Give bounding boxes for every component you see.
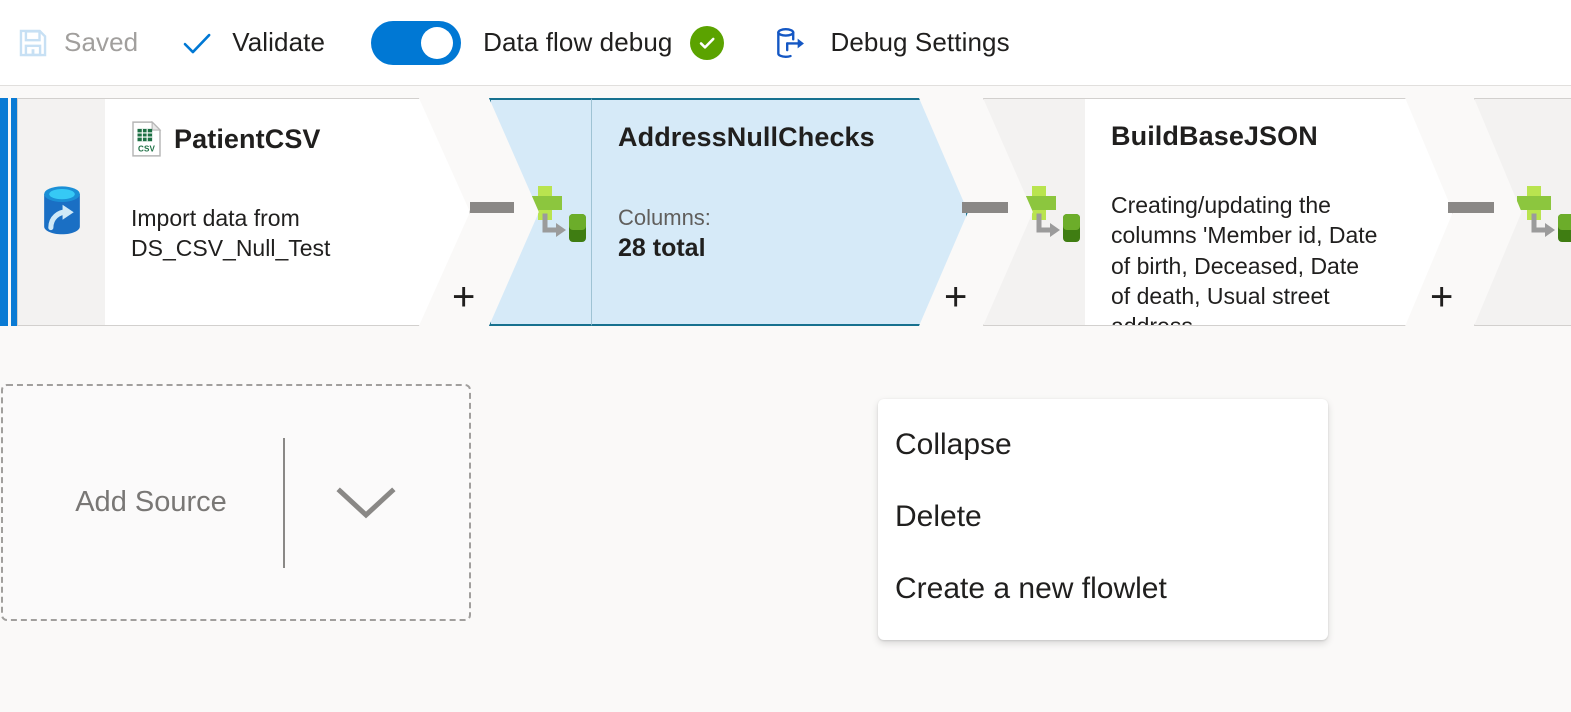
connector-1 [470, 202, 514, 213]
debug-settings-label: Debug Settings [830, 27, 1010, 57]
data-flow-debug-toggle-group: Data flow debug [371, 0, 725, 86]
toggle-knob [421, 26, 454, 59]
debug-settings-button[interactable]: Debug Settings [772, 0, 1010, 86]
data-flow-canvas[interactable]: CSV PatientCSV Import data from DS_CSV_N… [0, 87, 1571, 712]
checkmark-icon [180, 26, 214, 60]
connector-2 [962, 202, 1008, 213]
node-patientcsv-body: CSV PatientCSV Import data from DS_CSV_N… [105, 98, 470, 326]
database-export-icon [772, 24, 810, 62]
node-addressnullchecks-body: AddressNullChecks Columns: 28 total [591, 98, 968, 326]
canvas-left-accent-bar-inner [11, 98, 17, 326]
svg-text:CSV: CSV [138, 144, 155, 153]
connector-3 [1448, 202, 1494, 213]
node-patientcsv-title: CSV PatientCSV [131, 121, 443, 157]
node-patientcsv-name: PatientCSV [174, 123, 321, 154]
success-check-circle-icon [690, 25, 725, 60]
add-source-label: Add Source [75, 486, 227, 518]
context-menu-item-collapse[interactable]: Collapse [878, 409, 1328, 481]
csv-file-icon: CSV [131, 121, 162, 157]
context-menu-item-delete[interactable]: Delete [878, 481, 1328, 553]
add-source-button[interactable]: Add Source [1, 384, 471, 621]
context-menu-item-delete-label: Delete [895, 500, 982, 533]
context-menu-item-collapse-label: Collapse [895, 428, 1012, 461]
node-patientcsv[interactable]: CSV PatientCSV Import data from DS_CSV_N… [17, 98, 470, 326]
add-node-handle-2[interactable]: + [944, 275, 968, 319]
node-addressnullchecks[interactable]: AddressNullChecks Columns: 28 total [489, 98, 968, 326]
derived-column-icon [1509, 180, 1571, 244]
node-buildbasejson-body: BuildBaseJSON Creating/updating the colu… [1085, 98, 1453, 326]
derived-column-icon [520, 180, 590, 244]
add-source-divider [282, 437, 285, 568]
node-addressnullchecks-stat-value: 28 total [618, 234, 706, 263]
data-flow-debug-label: Data flow debug [483, 27, 673, 57]
node-patientcsv-gutter [17, 98, 105, 326]
validate-label: Validate [232, 27, 326, 57]
node-buildbasejson-title: BuildBaseJSON [1111, 121, 1318, 151]
node-buildbasejson-gutter [983, 98, 1087, 326]
toolbar: Saved Validate Data flow debug [0, 0, 1571, 86]
node-addressnullchecks-stat-label: Columns: [618, 205, 711, 230]
node-addressnullchecks-gutter [489, 98, 593, 326]
node-context-menu[interactable]: Collapse Delete Create a new flowlet [878, 399, 1328, 640]
source-database-icon [35, 183, 89, 241]
add-node-handle-1[interactable]: + [452, 275, 476, 319]
node-addressnullchecks-title: AddressNullChecks [618, 122, 875, 152]
node-buildbasejson-description: Creating/updating the columns 'Member id… [1111, 192, 1378, 325]
node-partial-right-gutter [1474, 98, 1571, 326]
context-menu-item-create-flowlet[interactable]: Create a new flowlet [878, 553, 1328, 625]
chevron-down-icon[interactable] [285, 484, 397, 522]
node-patientcsv-description: Import data from DS_CSV_Null_Test [131, 205, 331, 262]
save-label: Saved [64, 27, 139, 57]
save-button[interactable]: Saved [16, 0, 138, 86]
validate-button[interactable]: Validate [180, 0, 325, 86]
save-floppy-icon [16, 26, 50, 60]
derived-column-icon [1014, 180, 1084, 244]
context-menu-item-create-flowlet-label: Create a new flowlet [895, 572, 1167, 605]
data-flow-debug-toggle[interactable] [371, 20, 462, 65]
add-node-handle-3[interactable]: + [1430, 275, 1454, 319]
canvas-left-accent-bar-outer [0, 98, 8, 326]
node-partial-right[interactable] [1474, 98, 1571, 326]
node-buildbasejson[interactable]: BuildBaseJSON Creating/updating the colu… [983, 98, 1453, 326]
